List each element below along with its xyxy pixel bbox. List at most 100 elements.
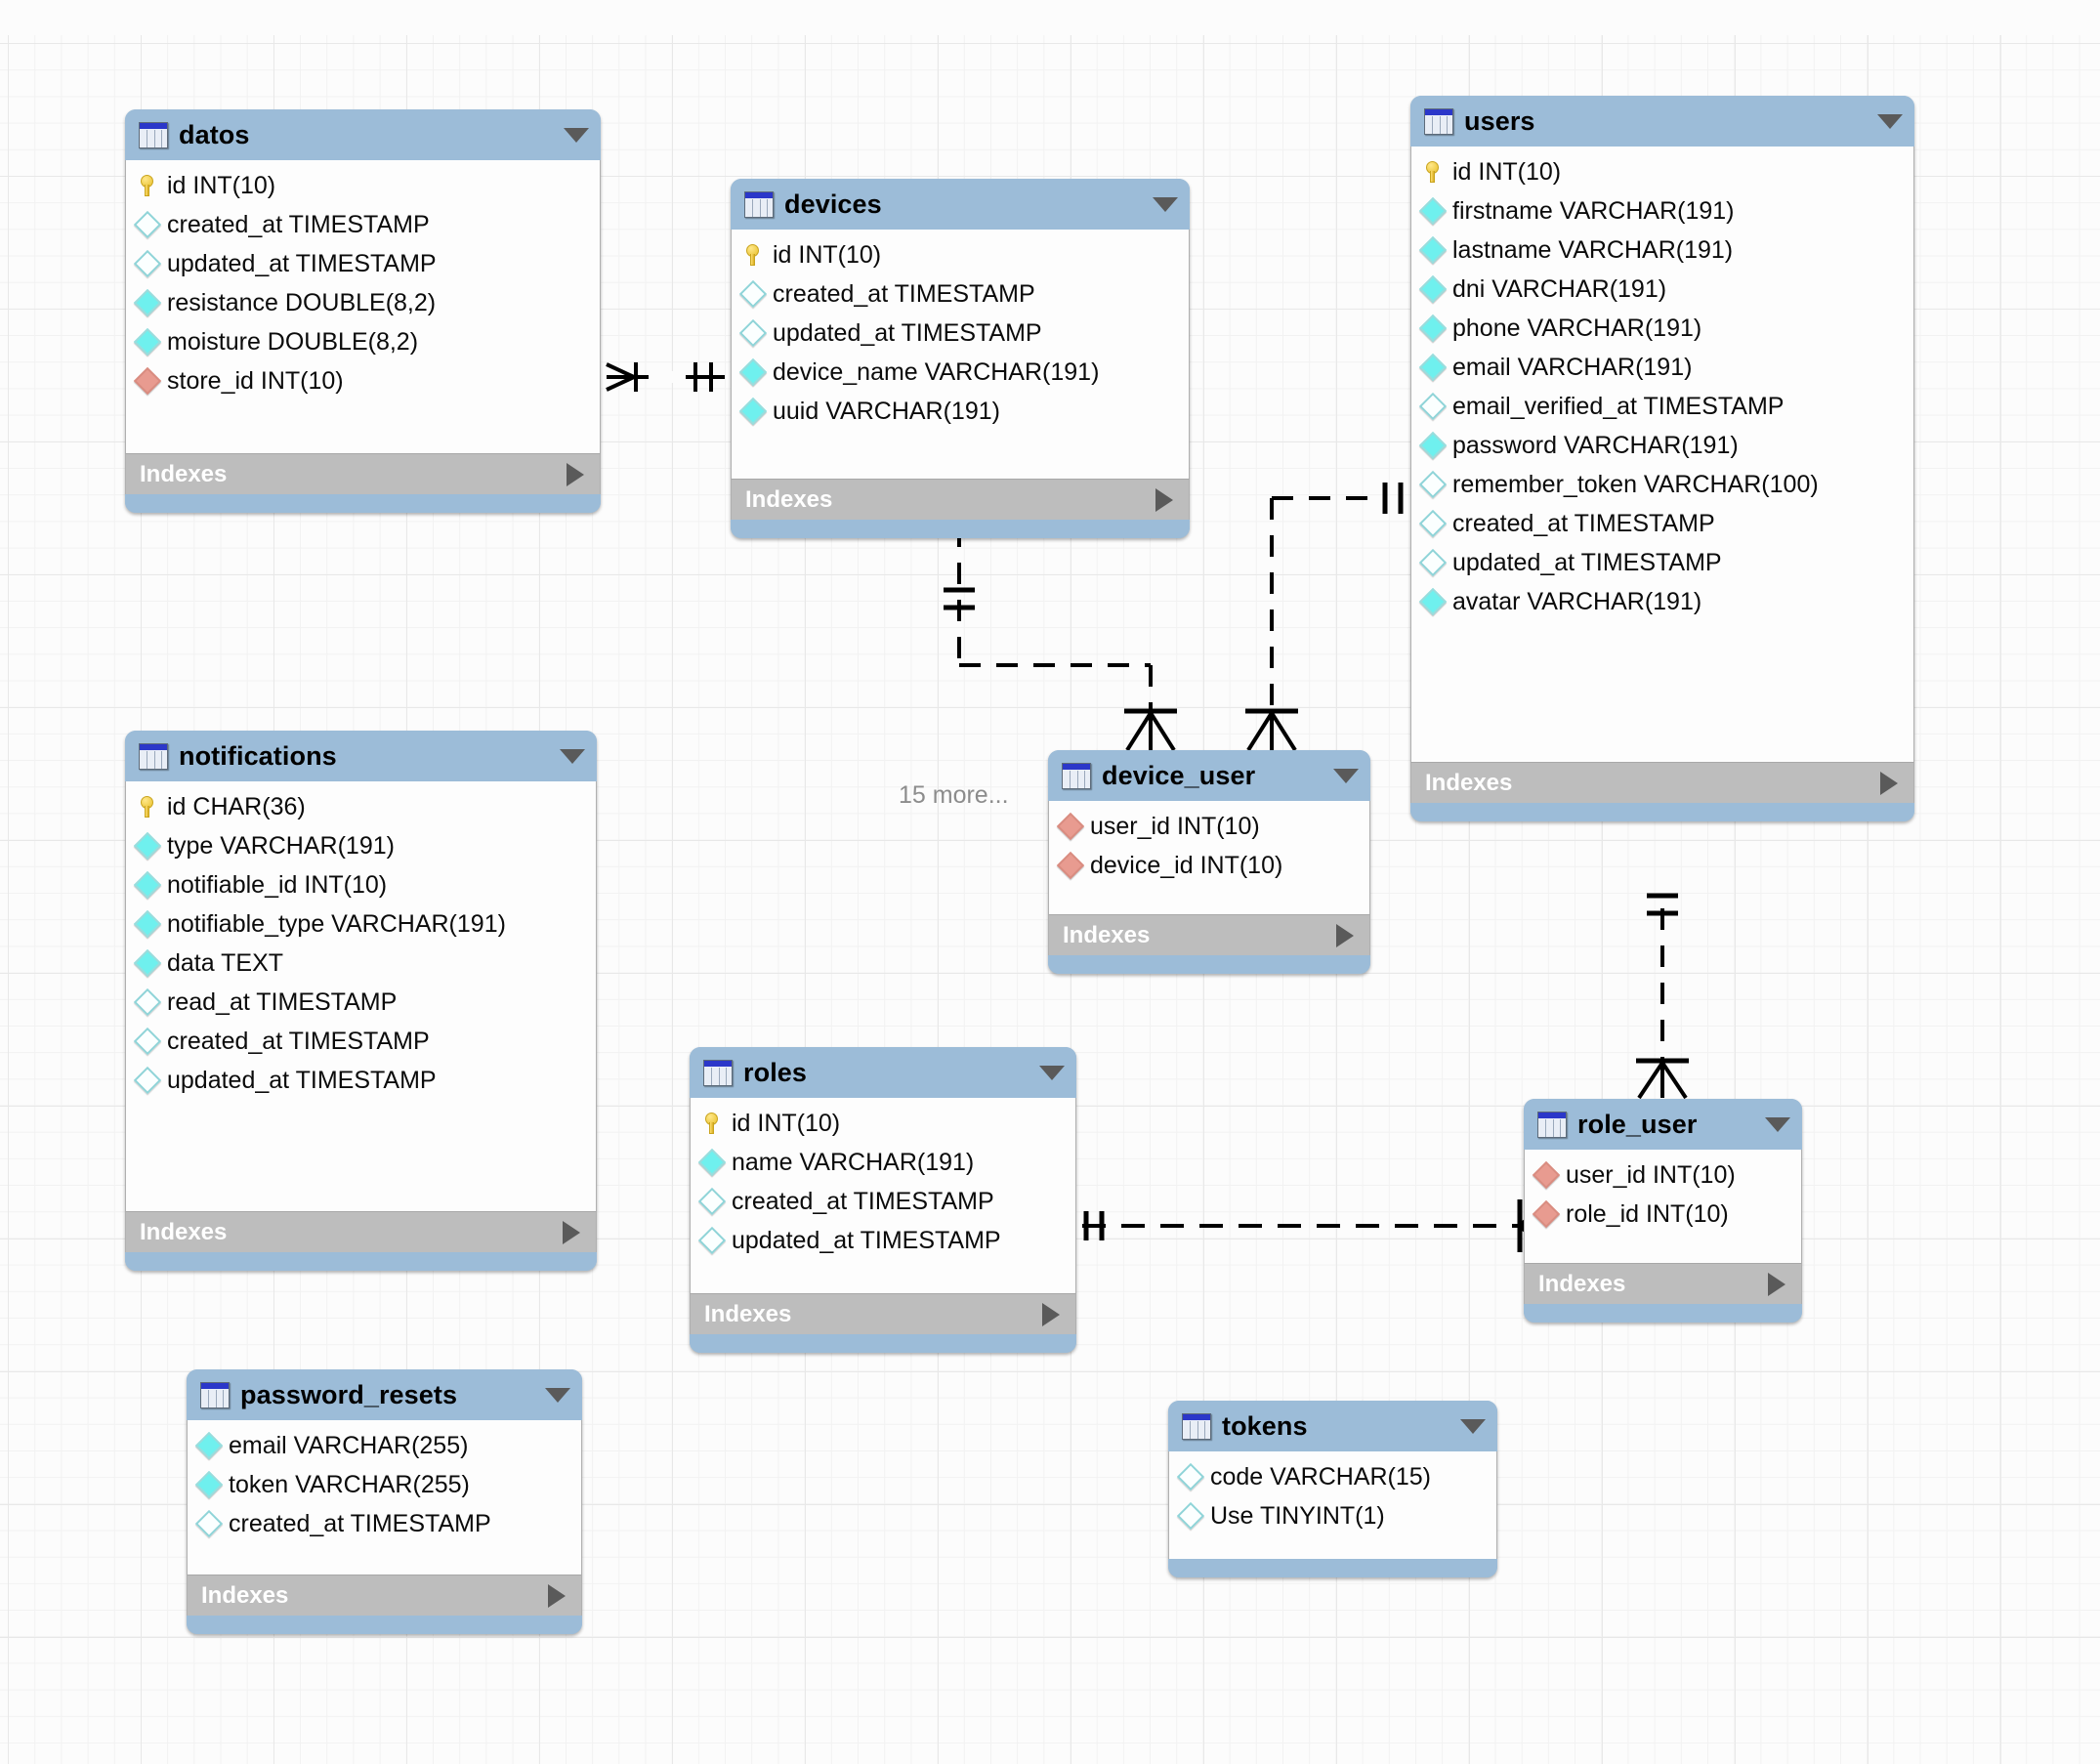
indexes-bar-devices[interactable]: Indexes (731, 479, 1190, 520)
column-row[interactable]: lastname VARCHAR(191) (1411, 231, 1913, 270)
chevron-right-icon[interactable] (1768, 1272, 1785, 1296)
column-row[interactable]: type VARCHAR(191) (126, 826, 596, 865)
table-columns-users: id INT(10)firstname VARCHAR(191) lastname… (1410, 147, 1914, 762)
column-row[interactable]: device_name VARCHAR(191) (732, 353, 1189, 392)
table-title: device_user (1102, 760, 1256, 790)
column-row[interactable]: id INT(10) (126, 166, 600, 205)
column-row[interactable]: id INT(10) (1411, 152, 1913, 191)
table-header-notifications[interactable]: notifications (125, 731, 597, 781)
column-row[interactable]: device_id INT(10) (1049, 846, 1369, 885)
column-label: token VARCHAR(255) (229, 1470, 470, 1498)
chevron-down-icon[interactable] (564, 127, 589, 143)
column-row[interactable]: created_at TIMESTAMP (126, 1022, 596, 1061)
column-row[interactable]: created_at TIMESTAMP (1411, 504, 1913, 543)
column-label: moisture DOUBLE(8,2) (167, 327, 419, 356)
column-row[interactable]: read_at TIMESTAMP (126, 983, 596, 1022)
column-row[interactable]: id INT(10) (732, 235, 1189, 274)
column-row[interactable]: updated_at TIMESTAMP (126, 1061, 596, 1100)
table-card-tokens[interactable]: tokens code VARCHAR(15)Use TINYINT(1) (1168, 1401, 1497, 1577)
column-row[interactable]: moisture DOUBLE(8,2) (126, 322, 600, 361)
column-row[interactable]: id CHAR(36) (126, 787, 596, 826)
chevron-down-icon[interactable] (1765, 1116, 1790, 1132)
column-row[interactable]: notifiable_id INT(10) (126, 865, 596, 904)
column-label: role_id INT(10) (1566, 1199, 1729, 1228)
column-row[interactable]: store_id INT(10) (126, 361, 600, 400)
chevron-down-icon[interactable] (1333, 768, 1359, 783)
column-row[interactable]: created_at TIMESTAMP (126, 205, 600, 244)
column-row[interactable]: firstname VARCHAR(191) (1411, 191, 1913, 231)
indexes-bar-roles[interactable]: Indexes (690, 1293, 1076, 1334)
column-row[interactable]: created_at TIMESTAMP (188, 1504, 581, 1543)
column-row[interactable]: name VARCHAR(191) (691, 1143, 1075, 1182)
chevron-right-icon[interactable] (567, 462, 584, 486)
table-header-tokens[interactable]: tokens (1168, 1401, 1497, 1451)
indexes-bar-notifications[interactable]: Indexes (125, 1211, 597, 1252)
column-row[interactable]: user_id INT(10) (1049, 807, 1369, 846)
table-footer (187, 1616, 582, 1634)
column-row[interactable]: Use TINYINT(1) (1169, 1496, 1496, 1535)
chevron-right-icon[interactable] (563, 1220, 580, 1244)
chevron-down-icon[interactable] (560, 748, 585, 764)
table-header-users[interactable]: users (1410, 96, 1914, 147)
edge-devices-device-user-markers (944, 587, 1177, 752)
column-label: uuid VARCHAR(191) (773, 397, 1000, 425)
not-null-column-diamond-icon (133, 327, 162, 357)
table-card-roles[interactable]: roles id INT(10)name VARCHAR(191)created_… (690, 1047, 1076, 1353)
column-row[interactable]: avatar VARCHAR(191) (1411, 582, 1913, 621)
column-row[interactable]: dni VARCHAR(191) (1411, 270, 1913, 309)
table-header-roles[interactable]: roles (690, 1047, 1076, 1098)
chevron-right-icon[interactable] (1155, 487, 1173, 512)
table-card-users[interactable]: users id INT(10)firstname VARCHAR(191) las… (1410, 96, 1914, 821)
chevron-right-icon[interactable] (1880, 771, 1898, 795)
column-row[interactable]: email_verified_at TIMESTAMP (1411, 387, 1913, 426)
table-header-device_user[interactable]: device_user (1048, 750, 1370, 801)
chevron-down-icon[interactable] (545, 1387, 570, 1403)
column-row[interactable]: code VARCHAR(15) (1169, 1457, 1496, 1496)
chevron-down-icon[interactable] (1039, 1065, 1065, 1080)
column-row[interactable]: notifiable_type VARCHAR(191) (126, 904, 596, 944)
column-row[interactable]: phone VARCHAR(191) (1411, 309, 1913, 348)
indexes-bar-device_user[interactable]: Indexes (1048, 914, 1370, 955)
column-row[interactable]: email VARCHAR(191) (1411, 348, 1913, 387)
table-title: users (1464, 105, 1535, 136)
chevron-down-icon[interactable] (1153, 196, 1178, 212)
table-header-role_user[interactable]: role_user (1524, 1099, 1802, 1150)
column-row[interactable]: resistance DOUBLE(8,2) (126, 283, 600, 322)
table-header-devices[interactable]: devices (731, 179, 1190, 230)
column-row[interactable]: updated_at TIMESTAMP (732, 314, 1189, 353)
column-row[interactable]: uuid VARCHAR(191) (732, 392, 1189, 431)
column-row[interactable]: role_id INT(10) (1525, 1195, 1801, 1234)
column-row[interactable]: user_id INT(10) (1525, 1155, 1801, 1195)
chevron-right-icon[interactable] (548, 1583, 566, 1608)
column-row[interactable]: updated_at TIMESTAMP (1411, 543, 1913, 582)
table-card-notifications[interactable]: notifications id CHAR(36)type VARCHAR(191… (125, 731, 597, 1271)
indexes-bar-role_user[interactable]: Indexes (1524, 1263, 1802, 1304)
column-row[interactable]: email VARCHAR(255) (188, 1426, 581, 1465)
chevron-right-icon[interactable] (1042, 1302, 1060, 1326)
column-row[interactable]: remember_token VARCHAR(100) (1411, 465, 1913, 504)
column-row[interactable]: created_at TIMESTAMP (691, 1182, 1075, 1221)
chevron-down-icon[interactable] (1460, 1418, 1486, 1434)
column-row[interactable]: created_at TIMESTAMP (732, 274, 1189, 314)
indexes-bar-password_resets[interactable]: Indexes (187, 1575, 582, 1616)
column-row[interactable]: updated_at TIMESTAMP (126, 244, 600, 283)
table-header-password_resets[interactable]: password_resets (187, 1369, 582, 1420)
chevron-right-icon[interactable] (1336, 923, 1354, 947)
table-card-device_user[interactable]: device_user user_id INT(10)device_id INT(… (1048, 750, 1370, 974)
column-row[interactable]: id INT(10) (691, 1104, 1075, 1143)
indexes-bar-users[interactable]: Indexes (1410, 762, 1914, 803)
nullable-column-diamond-icon (697, 1187, 727, 1216)
column-label: lastname VARCHAR(191) (1452, 235, 1734, 264)
chevron-down-icon[interactable] (1877, 113, 1903, 129)
not-null-column-diamond-icon (194, 1470, 224, 1499)
table-header-datos[interactable]: datos (125, 109, 601, 160)
column-row[interactable]: token VARCHAR(255) (188, 1465, 581, 1504)
indexes-bar-datos[interactable]: Indexes (125, 453, 601, 494)
column-row[interactable]: data TEXT (126, 944, 596, 983)
table-card-role_user[interactable]: role_user user_id INT(10) role_id INT(10) I… (1524, 1099, 1802, 1323)
column-row[interactable]: password VARCHAR(191) (1411, 426, 1913, 465)
column-row[interactable]: updated_at TIMESTAMP (691, 1221, 1075, 1260)
